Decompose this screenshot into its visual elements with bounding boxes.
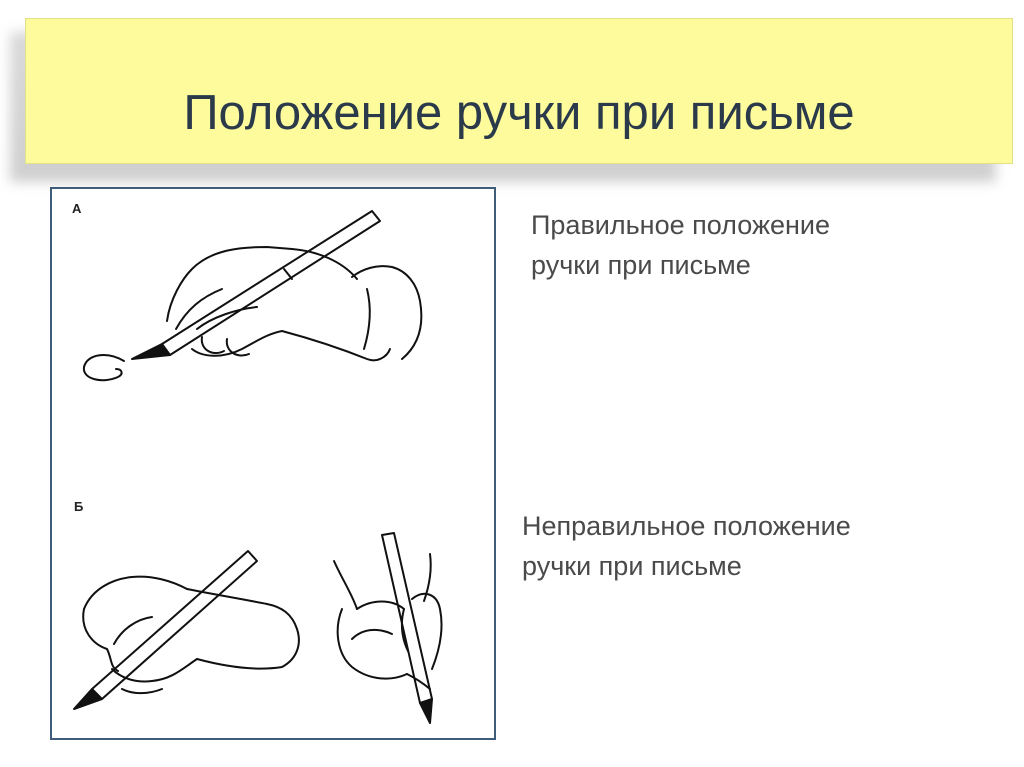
- figure-label-b: Б: [74, 499, 84, 514]
- correct-grip-drawing: [82, 210, 423, 382]
- caption-incorrect-line2: ручки при письме: [522, 551, 742, 581]
- caption-correct: Правильное положение ручки при письме: [531, 205, 830, 285]
- slide-title: Положение ручки при письме: [183, 86, 855, 140]
- caption-incorrect: Неправильное положение ручки при письме: [522, 506, 851, 586]
- incorrect-grip-drawing-1: [73, 550, 300, 710]
- title-banner: Положение ручки при письме: [25, 18, 1013, 164]
- figure-label-a: А: [72, 201, 82, 216]
- caption-incorrect-line1: Неправильное положение: [522, 511, 851, 541]
- caption-correct-line2: ручки при письме: [531, 250, 751, 280]
- pen-grip-figure: А Б: [50, 187, 496, 740]
- hand-drawings: [73, 210, 443, 724]
- incorrect-grip-drawing-2: [333, 532, 443, 724]
- caption-correct-line1: Правильное положение: [531, 210, 831, 240]
